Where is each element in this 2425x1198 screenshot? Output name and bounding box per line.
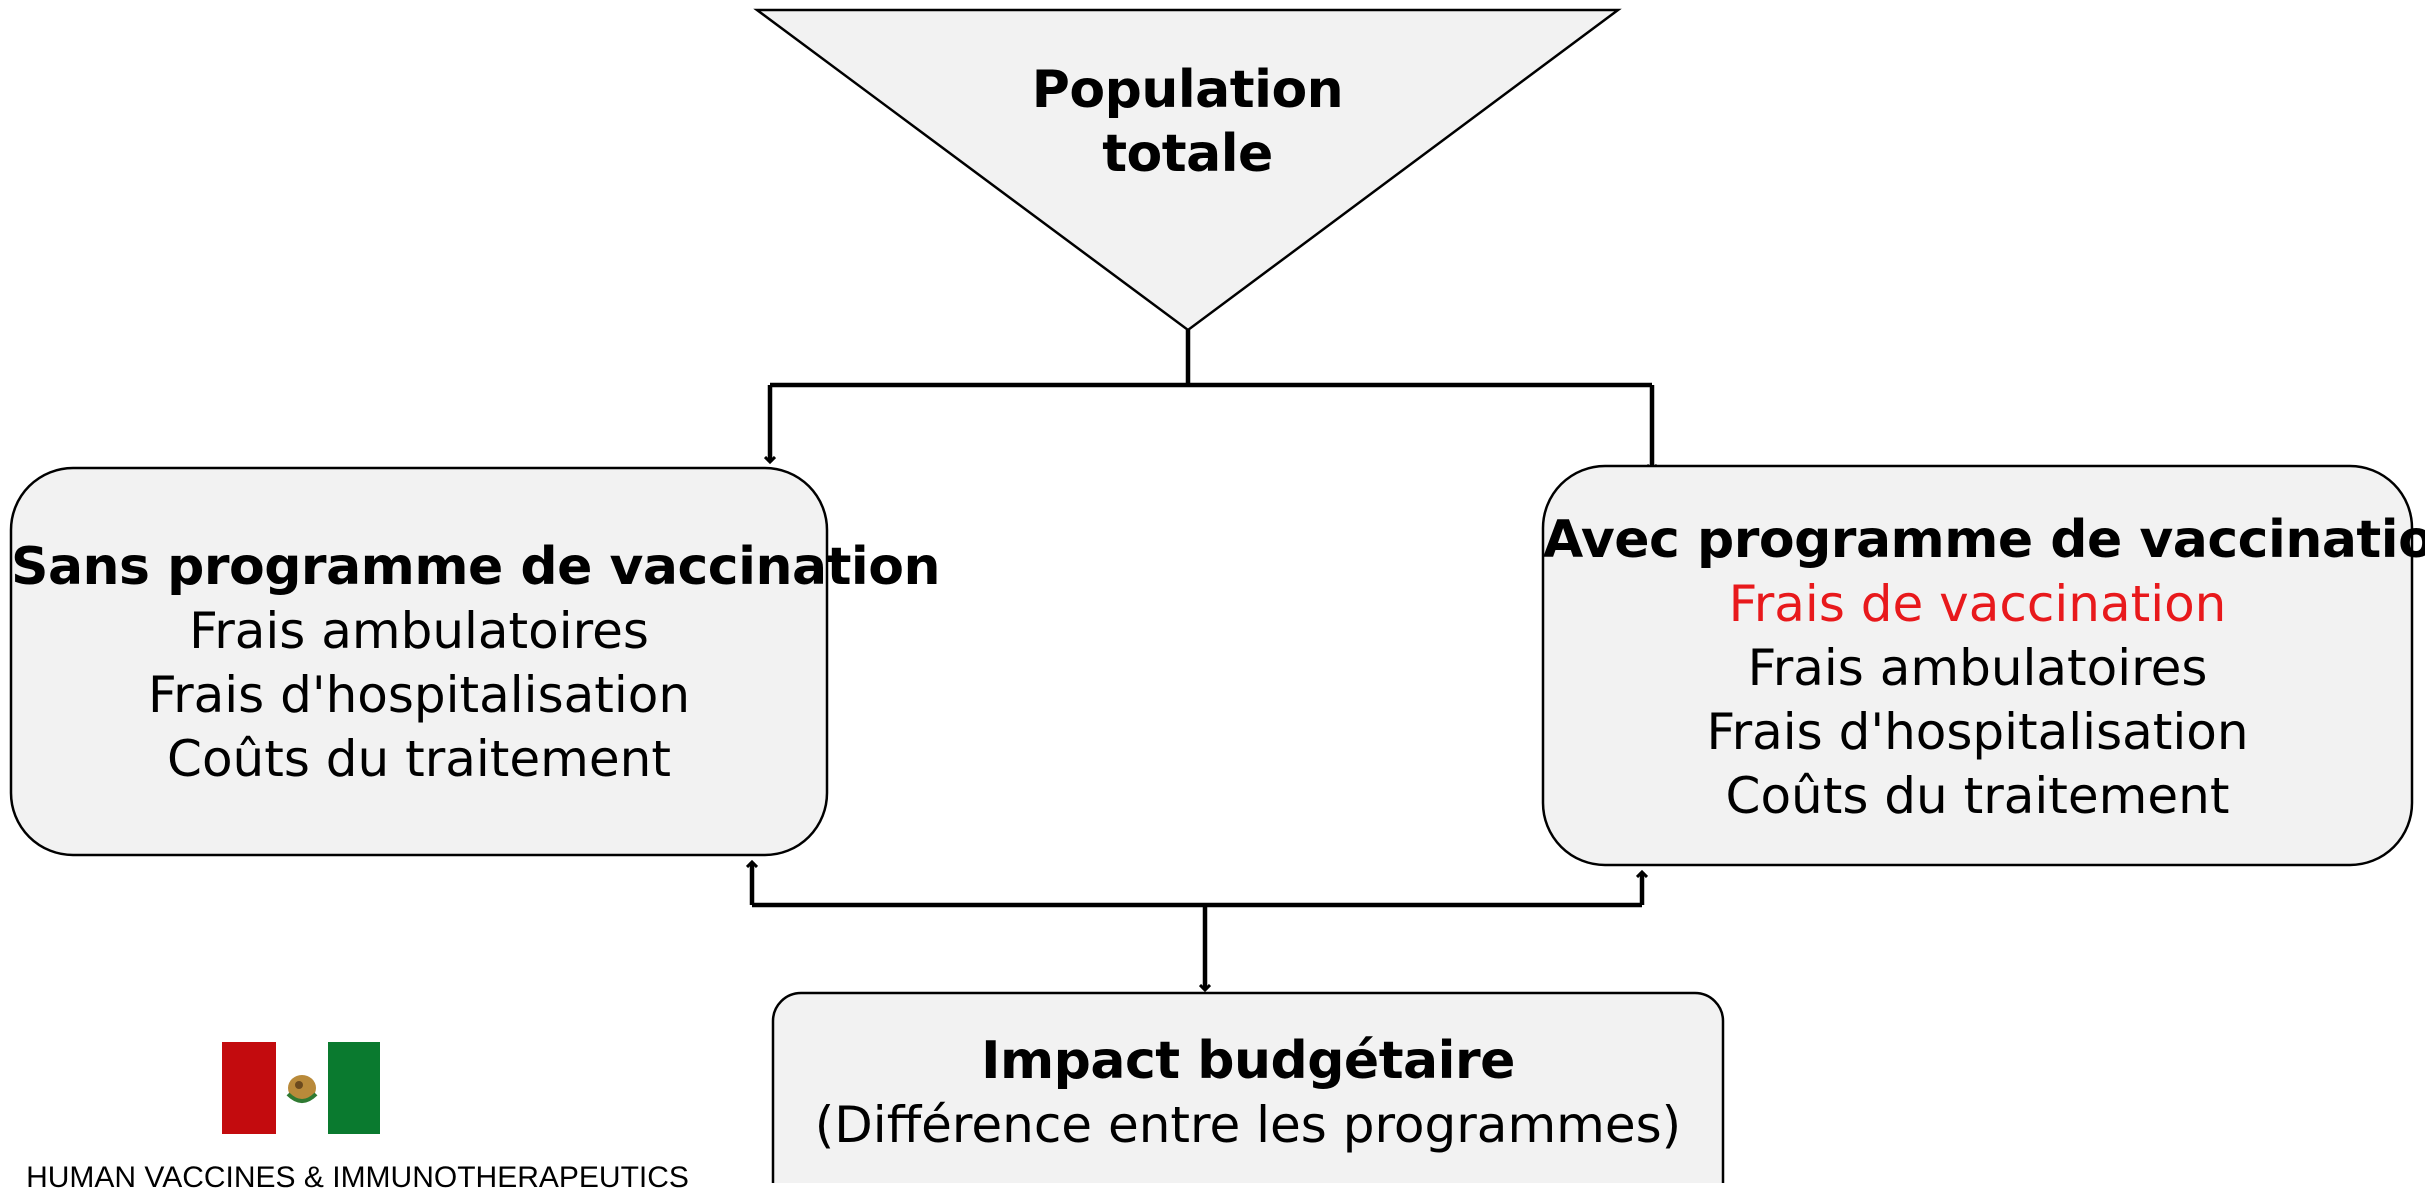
left-box — [9, 466, 829, 857]
right-item-hospitalisation: Frais d'hospitalisation — [1706, 703, 2249, 761]
logo-caption: HUMAN VACCINES & IMMUNOTHERAPEUTICS — [26, 1161, 689, 1194]
right-item-treatment: Coûts du traitement — [1725, 767, 2230, 825]
flag-emblem-icon — [288, 1075, 316, 1101]
left-box-title: Sans programme de vaccination — [11, 537, 941, 597]
population-line-2: totale — [1102, 124, 1273, 184]
left-item-hospitalisation: Frais d'hospitalisation — [147, 666, 691, 724]
left-box-text: Sans programme de vaccination Frais ambu… — [11, 535, 941, 791]
flag-emblem-wreath-icon — [286, 1092, 318, 1103]
mexico-flag-logo — [222, 1042, 380, 1134]
right-item-ambulatory: Frais ambulatoires — [1747, 639, 2208, 697]
impact-title: Impact budgétaire — [981, 1031, 1515, 1091]
flag-red-band — [222, 1042, 276, 1134]
split-connector — [770, 330, 1652, 388]
flag-green-band — [328, 1042, 380, 1134]
right-box-text: Avec programme de vaccination Frais de v… — [1543, 508, 2425, 828]
population-triangle — [753, 8, 1622, 332]
impact-box — [771, 991, 1725, 1183]
impact-subtitle: (Différence entre les programmes) — [814, 1096, 1682, 1154]
left-item-ambulatory: Frais ambulatoires — [189, 602, 649, 660]
right-box-title: Avec programme de vaccination — [1543, 510, 2425, 570]
population-line-1: Population — [1031, 60, 1344, 120]
population-label: Population totale — [1000, 58, 1375, 186]
right-item-vaccination-cost: Frais de vaccination — [1728, 575, 2227, 633]
right-box — [1541, 464, 2414, 867]
left-item-treatment: Coûts du traitement — [167, 730, 671, 788]
flag-emblem-detail-icon — [295, 1081, 303, 1089]
impact-box-text: Impact budgétaire (Différence entre les … — [773, 1029, 1723, 1157]
